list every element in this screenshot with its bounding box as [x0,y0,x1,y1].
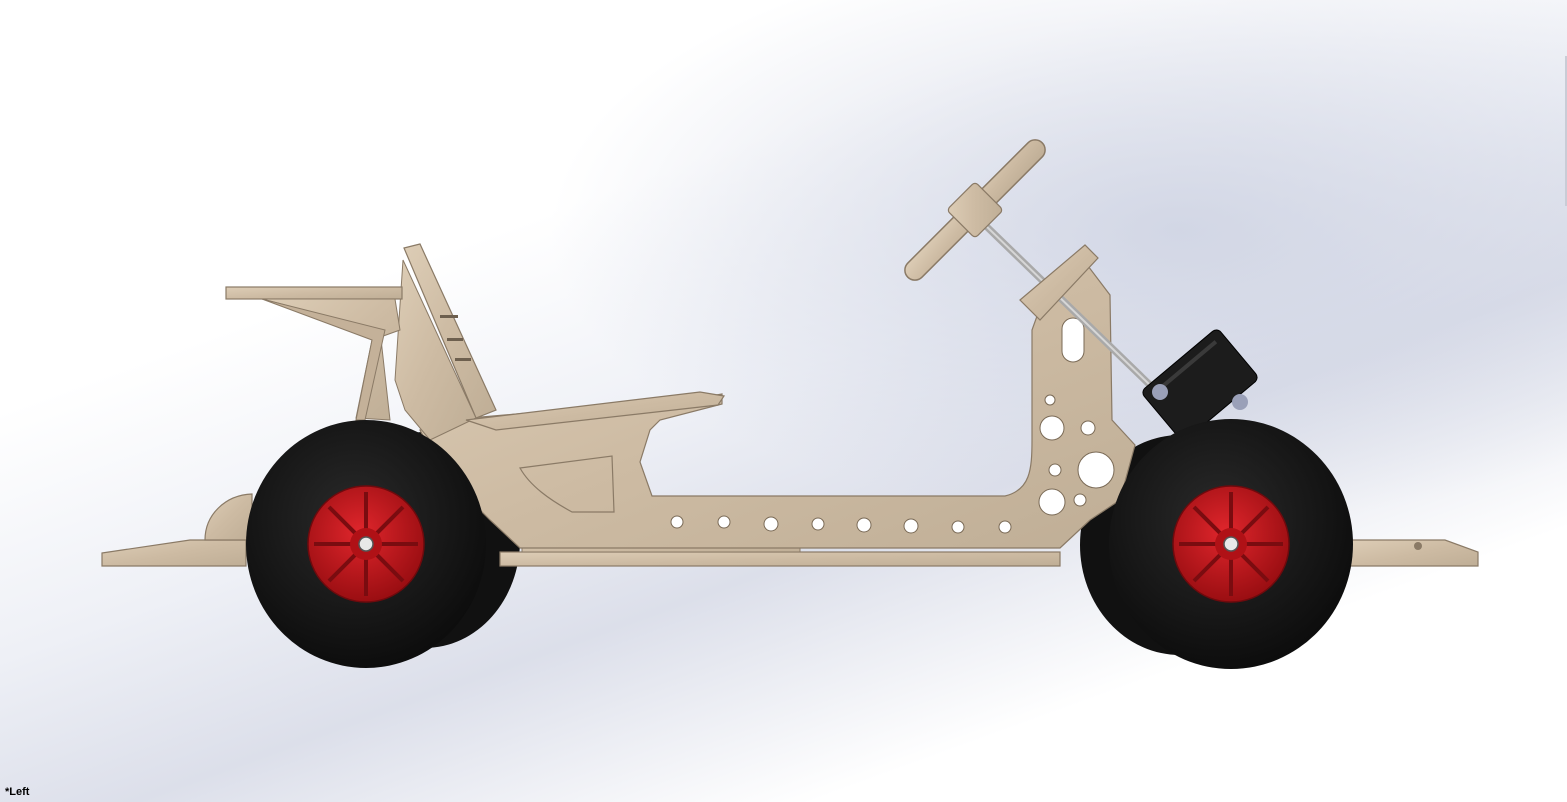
steering-column [982,222,1153,388]
rear-wheel-icon [246,420,486,668]
front-bumper-plate [1349,539,1479,567]
motor-icon [1142,329,1258,441]
viewport-edge [1565,56,1567,206]
seat-back [394,243,497,441]
rear-seat-platform [225,286,403,421]
chassis-holes [670,394,1115,534]
seat-pan [465,391,726,431]
chassis-side-panel [419,261,1136,549]
steering-wheel-icon[interactable] [894,129,1057,292]
view-orientation-label: *Left [5,786,30,798]
front-wheel-icon [1109,419,1353,669]
rear-bumper-plate [101,493,253,567]
